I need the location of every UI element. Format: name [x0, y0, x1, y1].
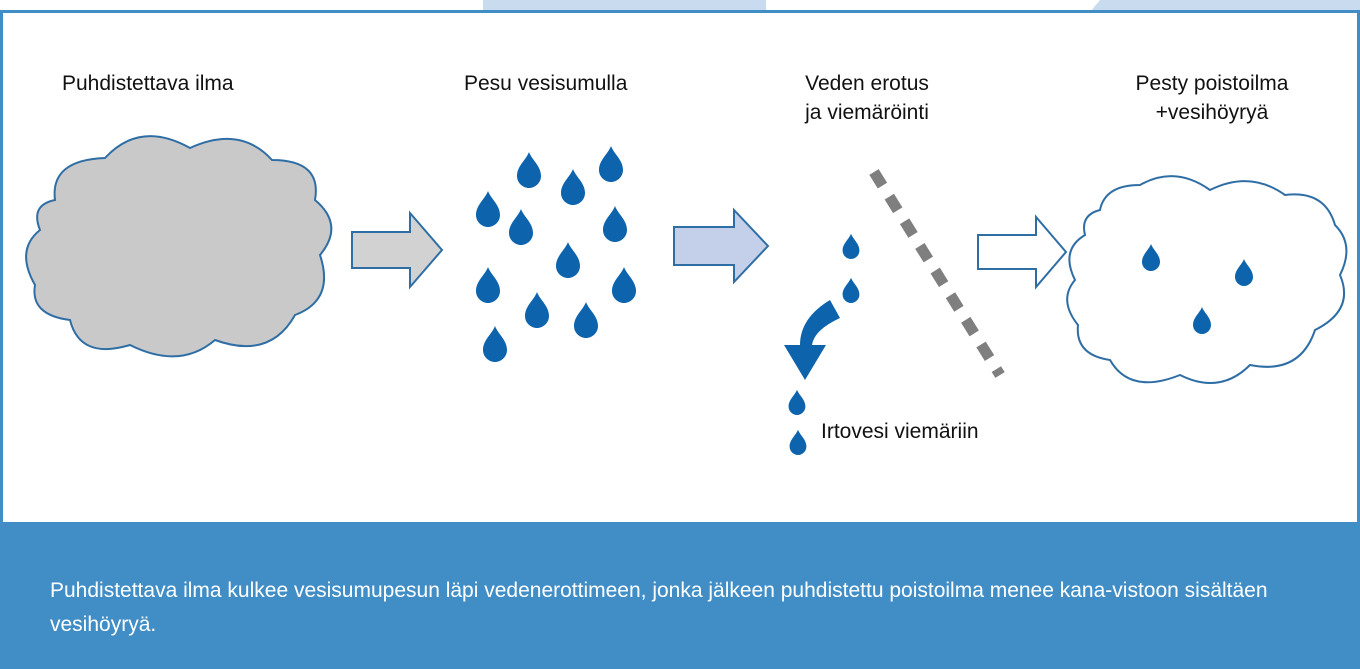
caption-band — [0, 523, 1360, 669]
water-drop-icon — [509, 209, 533, 245]
right-arrow-icon — [977, 214, 1068, 290]
water-drop-icon — [788, 389, 806, 415]
stage1-label: Puhdistettava ilma — [62, 72, 234, 95]
stage3-label-line2: ja viemäröinti — [805, 101, 929, 124]
stage4-label-line2: +vesihöyryä — [1155, 101, 1269, 124]
water-drop-icon — [842, 277, 860, 303]
white-cloud-icon — [1066, 175, 1348, 384]
spray-drops — [476, 146, 636, 362]
water-drop-icon — [561, 169, 585, 205]
water-drop-icon — [599, 146, 623, 182]
stage4-label-line1: Pesty poistoilma — [1135, 72, 1289, 95]
top-tab-left — [483, 0, 766, 13]
water-drop-icon — [517, 152, 541, 188]
water-drop-icon — [574, 302, 598, 338]
water-drop-icon — [525, 292, 549, 328]
water-drop-icon — [556, 242, 580, 278]
caption-text: Puhdistettava ilma kulkee vesisumupesun … — [50, 579, 1268, 636]
right-arrow-icon — [673, 207, 770, 285]
water-drop-icon — [476, 191, 500, 227]
water-drop-icon — [842, 233, 860, 259]
stage3-label-line1: Veden erotus — [805, 72, 929, 95]
right-arrow-icon — [351, 210, 444, 290]
water-drop-icon — [476, 267, 500, 303]
stage2-label: Pesu vesisumulla — [464, 72, 628, 95]
water-drop-icon — [483, 326, 507, 362]
separator-line-icon — [869, 169, 1005, 378]
water-drop-icon — [612, 267, 636, 303]
water-drop-icon — [603, 206, 627, 242]
top-tab-right — [1090, 0, 1360, 12]
water-drop-icon — [789, 429, 807, 455]
drain-label: Irtovesi viemäriin — [821, 420, 979, 443]
curved-arrow-icon — [784, 300, 840, 380]
gray-cloud-icon — [25, 135, 333, 358]
